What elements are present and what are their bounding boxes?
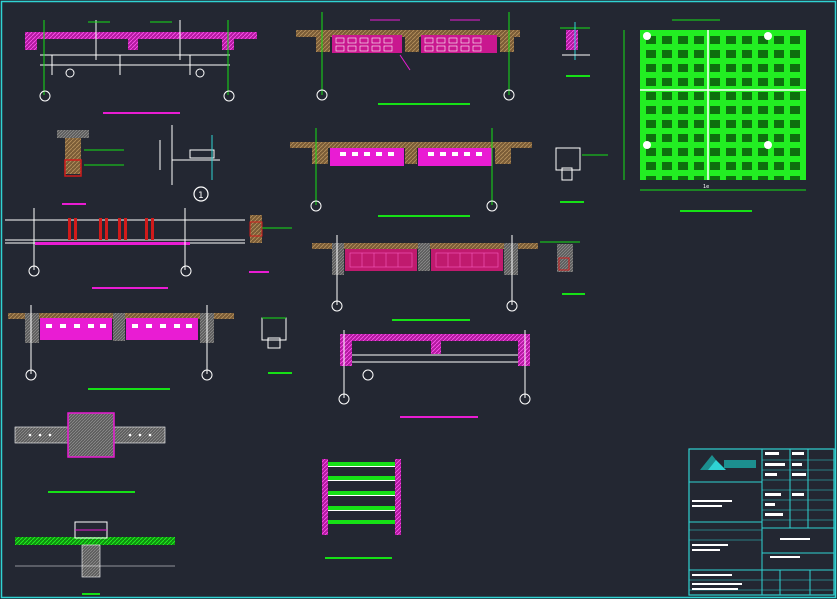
grid-dimension-label: 1e bbox=[703, 184, 709, 190]
company-logo-icon bbox=[700, 455, 756, 470]
section-detail-center bbox=[290, 128, 532, 217]
slab-grid-plan: 1e bbox=[623, 19, 806, 212]
ladder-elevation bbox=[322, 459, 401, 559]
stair-detail-left: 1 bbox=[159, 125, 220, 202]
small-section-center-left bbox=[249, 215, 292, 273]
title-block bbox=[688, 448, 835, 596]
corner-detail-center bbox=[555, 147, 608, 203]
section-detail-mid-left bbox=[5, 208, 245, 289]
section-detail-bottom-center bbox=[338, 330, 531, 418]
detail-mark-1-label: 1 bbox=[198, 191, 204, 201]
corner-detail-center-lower bbox=[540, 241, 585, 295]
section-detail-top-left bbox=[25, 20, 257, 114]
section-detail-top-center bbox=[296, 12, 520, 105]
column-plan-detail bbox=[14, 412, 166, 493]
section-detail-center-lower bbox=[312, 235, 538, 321]
corner-detail-top bbox=[560, 22, 590, 77]
column-detail-left bbox=[57, 130, 124, 205]
channel-detail bbox=[261, 317, 292, 374]
section-detail-bottom-left bbox=[15, 521, 175, 595]
section-detail-lower-left bbox=[8, 305, 234, 390]
detail-mark-1 bbox=[193, 186, 209, 202]
